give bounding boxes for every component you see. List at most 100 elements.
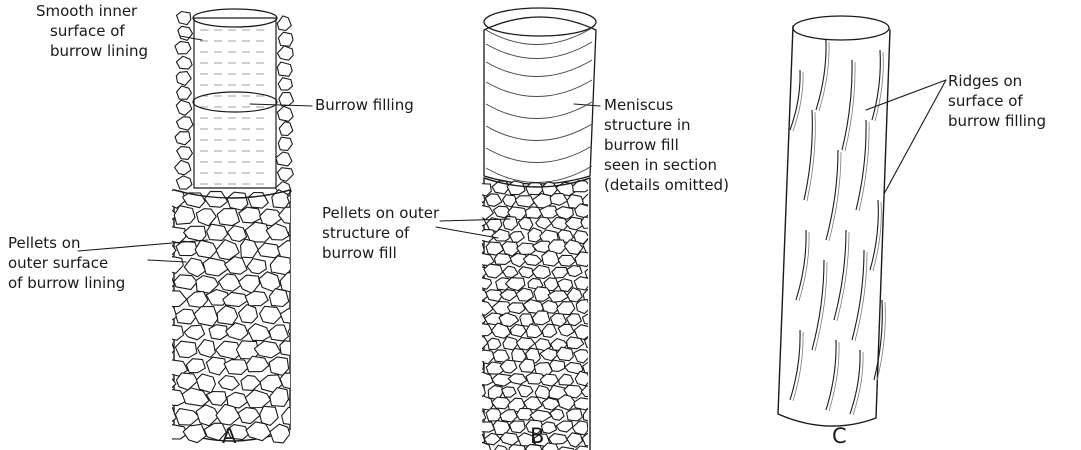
wall-pellet [276, 152, 292, 166]
wall-pellet [278, 137, 292, 150]
ridge [852, 250, 864, 340]
pellet [526, 324, 542, 338]
wall-pellet [177, 117, 193, 131]
pellet [299, 308, 322, 325]
panel-c-leaders [866, 80, 946, 194]
pellet [591, 206, 607, 218]
pellet [492, 397, 511, 409]
pellet [510, 324, 526, 336]
pellet [145, 358, 164, 375]
pellet [576, 300, 590, 314]
pellet [596, 338, 614, 348]
pellet [299, 371, 325, 389]
wall-pellet [177, 86, 192, 99]
wall-pellet [277, 168, 293, 182]
wall-pellet [277, 106, 293, 121]
pellet [583, 362, 600, 373]
wall-pellet [278, 32, 293, 46]
pellet [590, 254, 607, 268]
pellet [515, 196, 534, 207]
wall-pellet [176, 72, 191, 86]
pellet [245, 390, 270, 408]
pellet [475, 206, 494, 220]
pellet [510, 232, 525, 243]
pellet [477, 324, 492, 336]
pellet [219, 274, 242, 291]
pellet [471, 289, 488, 303]
pellet [588, 302, 608, 312]
pellet [558, 255, 575, 266]
pellet [254, 341, 280, 358]
pellet [155, 340, 174, 359]
ridge [826, 340, 836, 410]
pellet [239, 305, 258, 323]
pellet [239, 275, 260, 293]
pellet [247, 259, 266, 274]
pellet [486, 409, 502, 421]
pellet [508, 303, 526, 314]
pellet [600, 217, 619, 231]
wall-pellet [175, 41, 191, 54]
panel-b-meniscus-label: Meniscus structure in burrow fill seen i… [604, 96, 729, 194]
ridge [834, 230, 846, 320]
panel-c-filling-cast [778, 26, 890, 426]
pellet [144, 226, 166, 245]
pellet [470, 337, 488, 349]
pellet [224, 360, 248, 375]
panel-c-letter: C [832, 424, 847, 448]
pellet [176, 309, 196, 324]
pellet [289, 393, 313, 408]
pellet [165, 325, 184, 340]
pellet [509, 445, 525, 450]
ridge [812, 260, 824, 350]
pellet [507, 181, 525, 195]
pellet [459, 205, 478, 217]
panel-c: Ridges on surface of burrow filling C [778, 16, 1046, 448]
pellet [590, 445, 606, 450]
pellet [282, 407, 302, 425]
pellet [598, 290, 616, 301]
pellet [142, 324, 163, 343]
pellet [291, 290, 309, 308]
pellet [557, 279, 572, 292]
pellet [260, 406, 278, 425]
pellet [165, 291, 187, 307]
pellet [459, 327, 480, 339]
pellet [495, 254, 512, 265]
pellet [525, 207, 542, 219]
pellet [290, 257, 311, 276]
pellet [559, 374, 574, 385]
pellet [205, 191, 228, 207]
pellet [469, 410, 486, 422]
pellet [219, 376, 240, 391]
panel-b-meniscus-arcs [486, 28, 592, 183]
pellet [461, 396, 478, 411]
pellet [144, 425, 163, 442]
pellet [567, 409, 583, 421]
pellet [542, 324, 557, 337]
panel-b-burrow-drawing [459, 8, 618, 450]
ridge [826, 150, 838, 240]
pellet [503, 195, 517, 207]
pellet [302, 209, 322, 227]
pellet [585, 267, 599, 278]
pellet [510, 421, 526, 433]
pellet [288, 423, 309, 440]
pellet [163, 390, 186, 406]
pellet [476, 253, 494, 265]
pellet [195, 240, 217, 258]
pellet [503, 266, 518, 277]
pellet [226, 323, 248, 340]
pellet [301, 273, 320, 291]
pellet [227, 192, 248, 210]
pellet [558, 324, 574, 336]
pellet [461, 373, 479, 387]
wall-pellet [177, 12, 191, 25]
panel-a-filling-label: Burrow filling [315, 96, 414, 114]
pellet [183, 424, 206, 442]
pellet [549, 434, 568, 445]
pellet [582, 434, 599, 447]
pellet [500, 410, 517, 422]
pellet [302, 404, 322, 424]
pellet [194, 307, 218, 327]
